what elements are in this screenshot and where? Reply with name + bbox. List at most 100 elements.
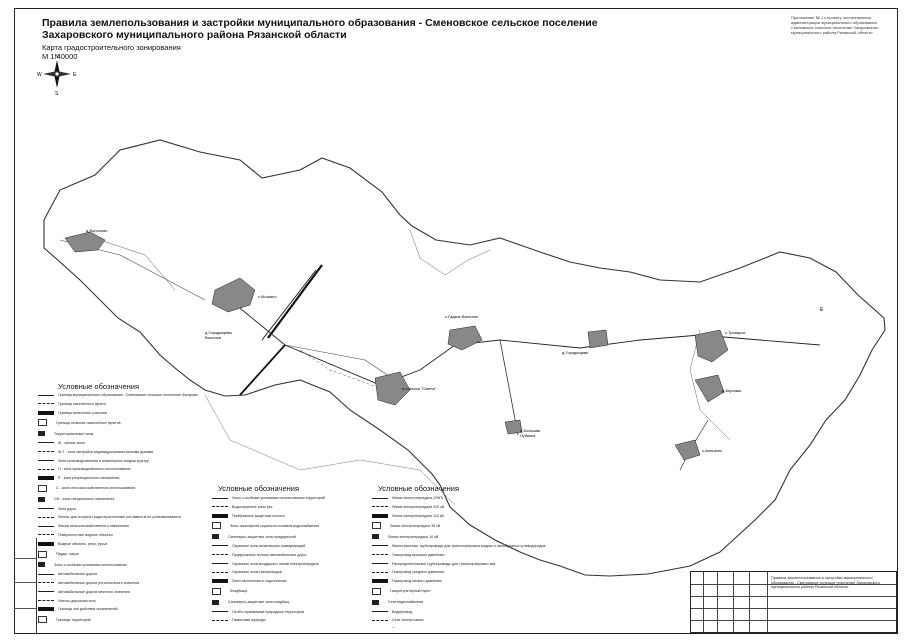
label-moshino: с.Мошино bbox=[258, 294, 277, 299]
legend-item: Зоны затопления и подтопления bbox=[212, 579, 362, 584]
legend-item-label: Прибрежные защитные полосы bbox=[232, 513, 285, 518]
legend-item: Сети водоснабжения bbox=[372, 599, 550, 605]
legend-item-label: Автомобильные дороги bbox=[58, 572, 98, 577]
regional-road bbox=[239, 344, 286, 396]
boundary-line bbox=[409, 229, 491, 276]
local-road bbox=[499, 339, 519, 436]
legend-2-heading: Условные обозначения bbox=[218, 484, 300, 493]
legend-swatch bbox=[38, 394, 54, 396]
legend-item: Особо охраняемые природные территории bbox=[212, 610, 362, 614]
legend-1: Граница муниципального образования - Сме… bbox=[38, 393, 198, 625]
legend-swatch bbox=[372, 506, 388, 508]
legend-item-label: Линия электропередачи 110 кВ bbox=[392, 513, 444, 518]
legend-swatch bbox=[38, 451, 54, 453]
local-road bbox=[99, 239, 176, 291]
legend-item: Территориальные зоны bbox=[38, 431, 198, 437]
legend-item-label: Газорегуляторный пункт bbox=[390, 589, 431, 594]
legend-item: Санитарно-защитные зоны предприятий bbox=[212, 534, 362, 540]
legend-item-label: Охранные зоны инженерных коммуникаций bbox=[232, 543, 306, 548]
legend-swatch bbox=[372, 579, 388, 584]
legend-swatch bbox=[372, 554, 388, 556]
legend-item-label: Поверхностные водные объекты bbox=[58, 532, 113, 537]
title-block-text: Правила землепользования и застройки мун… bbox=[771, 576, 880, 590]
legend-item-label: Санитарно-защитные зоны кладбищ bbox=[228, 600, 290, 605]
legend-item: Улично-дорожная сеть bbox=[38, 599, 198, 603]
legend-item-label: Пруды, озера bbox=[56, 552, 79, 557]
legend-swatch bbox=[212, 513, 228, 518]
legend-swatch bbox=[212, 611, 228, 613]
power-line bbox=[299, 349, 381, 389]
legend-swatch bbox=[38, 550, 47, 558]
legend-item: П - зона производственного использования bbox=[38, 467, 198, 471]
legend-item-label: Памятники природы bbox=[232, 618, 266, 623]
legend-item-label: Газопровод высокого давления bbox=[392, 552, 445, 557]
legend-item: Памятники природы bbox=[212, 618, 362, 622]
legend-swatch bbox=[212, 587, 221, 595]
legend-item-label: Водоохранные зоны рек bbox=[232, 504, 273, 509]
legend-item-label: Распределительные трубопроводы для транс… bbox=[392, 561, 496, 566]
legend-item: Линия связи bbox=[372, 627, 550, 628]
legend-item-label: Зона производственная и инженерных инфра… bbox=[58, 458, 149, 463]
legend-item: Границы зон действия ограничений bbox=[38, 607, 198, 612]
legend-item-label: Линия электропередачи 220 кВ bbox=[392, 504, 445, 509]
legend-item: Газопровод низкого давления bbox=[372, 579, 550, 584]
legend-item-label: Зона дорог bbox=[58, 506, 77, 511]
legend-swatch bbox=[38, 591, 54, 593]
appendix-note: Приложение № 1 к проекту постановления а… bbox=[791, 15, 879, 35]
legend-swatch bbox=[372, 611, 388, 613]
regional-road bbox=[261, 269, 317, 341]
legend-swatch bbox=[212, 545, 228, 547]
legend-item-label: Улично-дорожная сеть bbox=[58, 598, 96, 603]
legend-item-label: С - зона сельскохозяйственного использов… bbox=[56, 486, 136, 491]
legend-item: Зоны санитарной охраны источников водосн… bbox=[212, 522, 362, 530]
legend-item: Распределительные трубопроводы для транс… bbox=[372, 562, 550, 566]
legend-item: Кладбища bbox=[212, 587, 362, 595]
legend-swatch bbox=[372, 534, 379, 540]
legend-item: Линия электропередачи 35 кВ bbox=[372, 522, 550, 530]
label-aleshino: с.Алешино bbox=[702, 448, 723, 453]
legend-item-label: Магистральные трубопроводы для транспорт… bbox=[392, 543, 546, 548]
legend-item-label: Санитарно-защитные зоны предприятий bbox=[228, 534, 296, 539]
legend-item: Земли сельскохозяйственного назначения bbox=[38, 524, 198, 528]
legend-item: Р - зона рекреационного назначения bbox=[38, 476, 198, 481]
legend-swatch bbox=[38, 460, 54, 462]
legend-swatch bbox=[38, 525, 54, 527]
legend-swatch bbox=[372, 587, 381, 595]
legend-item-label: Автомобильные дороги регионального значе… bbox=[58, 580, 140, 585]
legend-swatch bbox=[38, 562, 45, 568]
legend-swatch bbox=[212, 554, 228, 556]
legend-swatch bbox=[212, 522, 221, 530]
label-troitskoe: с.Троицкое bbox=[725, 330, 746, 335]
legend-swatch bbox=[38, 484, 47, 492]
legend-item: Пруды, озера bbox=[38, 550, 198, 558]
legend-item: Водопровод bbox=[372, 610, 550, 614]
legend-item: Придорожные полосы автомобильных дорог bbox=[212, 553, 362, 557]
title-line-2: Захаровского муниципального района Рязан… bbox=[42, 29, 347, 41]
legend-item: Магистральные трубопроводы для транспорт… bbox=[372, 544, 550, 548]
legend-swatch bbox=[38, 516, 54, 518]
legend-item-label: Зоны с особыми условиями использования т… bbox=[232, 496, 325, 500]
local-road bbox=[229, 299, 821, 386]
legend-item: Зона производственная и инженерных инфра… bbox=[38, 459, 198, 463]
map-name: Карта градостроительного зонирования bbox=[42, 43, 181, 52]
legend-swatch bbox=[212, 506, 228, 508]
label-gorodishchevo: д.Городищево bbox=[562, 350, 589, 355]
legend-item-label: Автомобильные дороги местного значения bbox=[58, 589, 130, 594]
legend-item: Охранные зоны газопроводов bbox=[212, 570, 362, 574]
title-block: Правила землепользования и застройки мун… bbox=[690, 571, 897, 633]
legend-item: СН - зона специального назначения bbox=[38, 496, 198, 502]
legend-item-label: Охранные зоны газопроводов bbox=[232, 570, 282, 575]
legend-item-label: Граница населенного пункта bbox=[58, 401, 106, 406]
settlement-gorodishchevo bbox=[587, 329, 609, 349]
legend-item-label: Граница земельных участков bbox=[58, 410, 107, 415]
legend-swatch bbox=[372, 571, 388, 573]
legend-item: Линии электропередачи (ЛЭП) bbox=[372, 496, 550, 500]
legend-swatch bbox=[212, 571, 228, 573]
legend-item-label: Зоны затопления и подтопления bbox=[232, 579, 287, 584]
legend-item: Охранные зоны инженерных коммуникаций bbox=[212, 544, 362, 548]
legend-swatch bbox=[372, 522, 381, 530]
settlement-voronovo bbox=[64, 231, 106, 253]
legend-item-label: Кладбища bbox=[230, 589, 248, 594]
